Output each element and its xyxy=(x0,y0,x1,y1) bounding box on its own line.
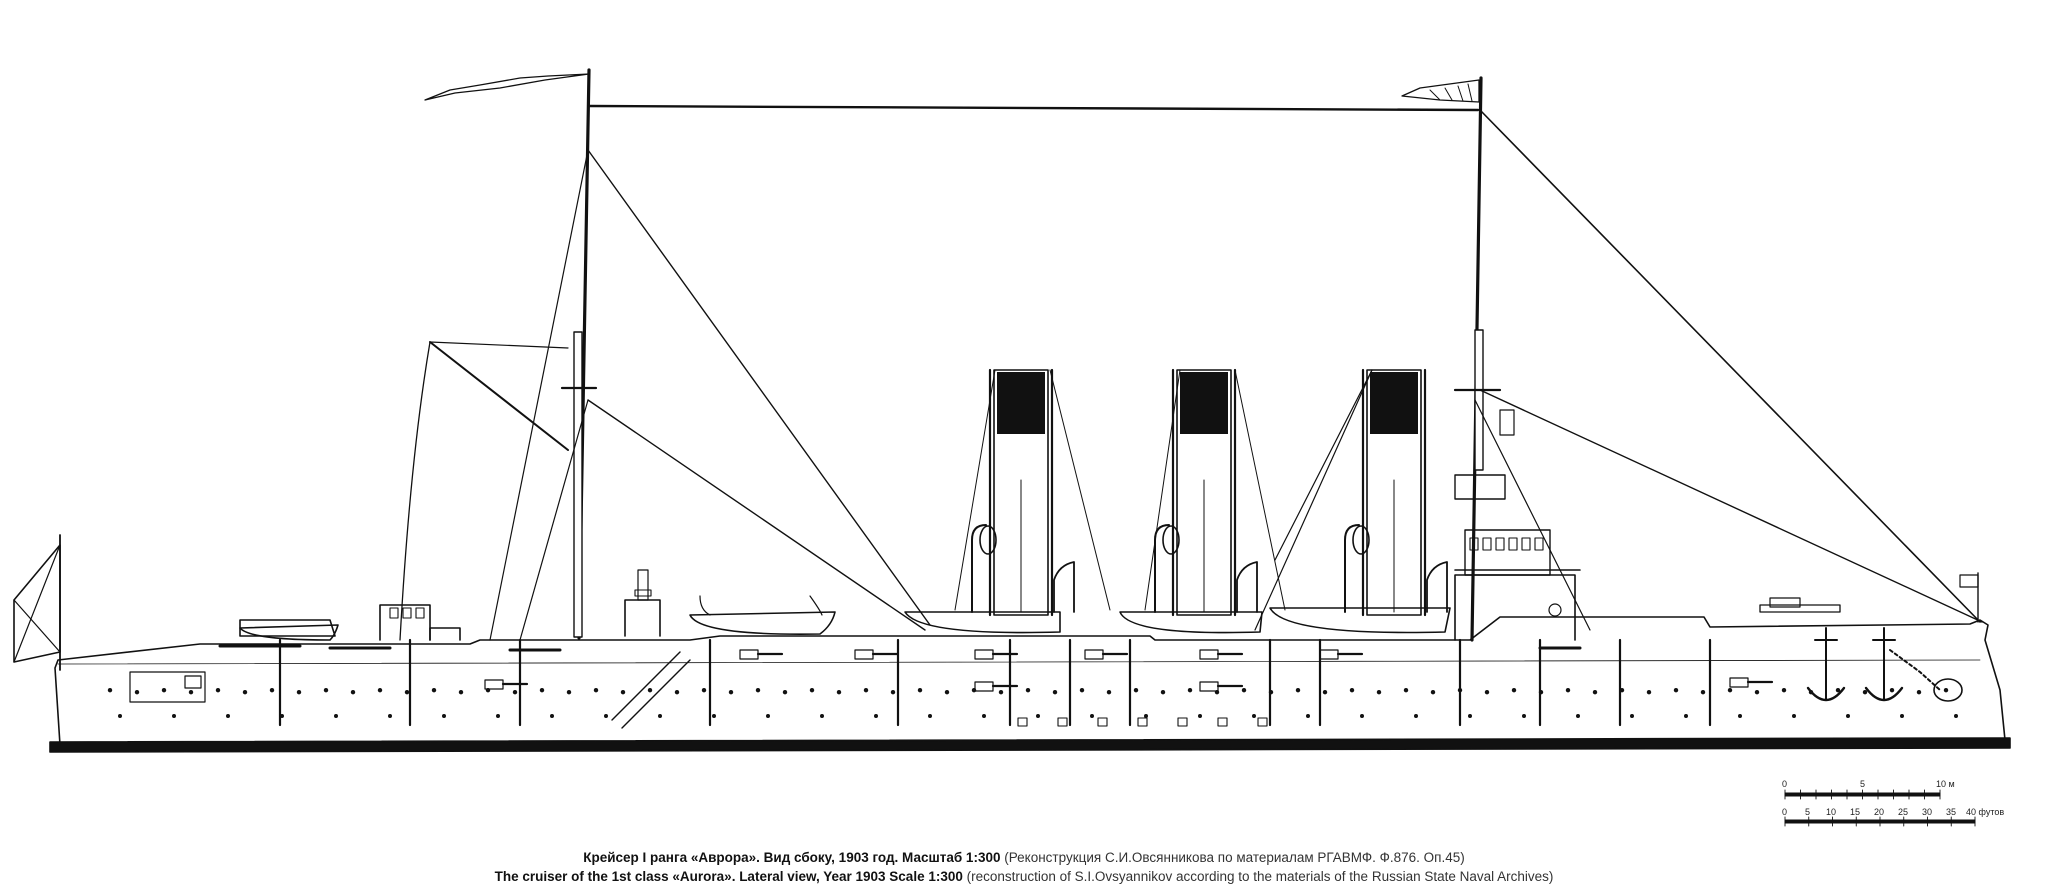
caption-ru-main: Крейсер I ранга «Аврора». Вид сбоку, 190… xyxy=(583,850,1001,865)
scale-bar xyxy=(1784,789,1976,827)
bridge xyxy=(1454,409,1581,641)
gaff-sail-line xyxy=(399,341,431,641)
funnel-1 xyxy=(971,368,1075,617)
main-mast-pennant xyxy=(424,73,590,101)
boat-amidships xyxy=(689,611,836,635)
scale-ft-10: 10 xyxy=(1826,807,1837,817)
funnels xyxy=(971,368,1448,617)
caption-en-note: (reconstruction of S.I.Ovsyannikov accor… xyxy=(966,869,1554,884)
scale-m-5: 5 xyxy=(1860,779,1866,789)
anchors xyxy=(1806,627,1963,702)
boat-aft xyxy=(239,624,339,641)
guns xyxy=(218,597,1841,652)
wireless-aerial xyxy=(588,104,1480,112)
anchor-2-icon xyxy=(1864,627,1904,702)
hawse-pipe-icon xyxy=(1933,678,1963,702)
funnel-2 xyxy=(1154,368,1258,617)
masts-and-rigging xyxy=(399,68,1983,642)
boats xyxy=(239,595,1451,641)
caption-en-main: The cruiser of the 1st class «Aurora». L… xyxy=(494,869,963,884)
scale-m-10: 10 м xyxy=(1936,779,1955,789)
caption-russian: Крейсер I ранга «Аврора». Вид сбоку, 190… xyxy=(0,850,2048,865)
scale-ft-5: 5 xyxy=(1805,807,1811,817)
caption-english: The cruiser of the 1st class «Aurora». L… xyxy=(0,869,2048,884)
scale-ft-0: 0 xyxy=(1782,807,1788,817)
boat-funnel-1 xyxy=(904,611,1061,634)
waterline-band xyxy=(49,737,2011,753)
scale-ft-25: 25 xyxy=(1898,807,1909,817)
naval-ensign-flag xyxy=(13,544,61,663)
portholes xyxy=(107,687,1958,718)
boat-funnel-3 xyxy=(1269,607,1451,634)
superstructure xyxy=(239,409,1581,641)
caption-ru-note: (Реконструкция С.И.Овсянникова по матери… xyxy=(1004,850,1465,865)
funnel-3 xyxy=(1344,368,1448,617)
anchor-1-icon xyxy=(1806,627,1846,702)
scale-ft-30: 30 xyxy=(1922,807,1933,817)
bow-jack-flag xyxy=(1959,574,1979,588)
forward-searchlight-tower xyxy=(624,599,661,637)
accommodation-ladder xyxy=(611,651,691,729)
scale-ft-15: 15 xyxy=(1850,807,1861,817)
scale-ft-20: 20 xyxy=(1874,807,1885,817)
scale-m-0: 0 xyxy=(1782,779,1788,789)
fore-mast-lower xyxy=(1474,329,1484,471)
scale-ft-35: 35 xyxy=(1946,807,1957,817)
main-mast-lower xyxy=(573,331,583,638)
bow-gun xyxy=(1759,604,1841,613)
hull xyxy=(13,534,2011,753)
deck-fittings xyxy=(278,638,1774,727)
scale-ft-40: 40 футов xyxy=(1966,807,2005,817)
boat-funnel-2 xyxy=(1119,611,1263,634)
fore-mast-pennant xyxy=(1401,79,1480,103)
